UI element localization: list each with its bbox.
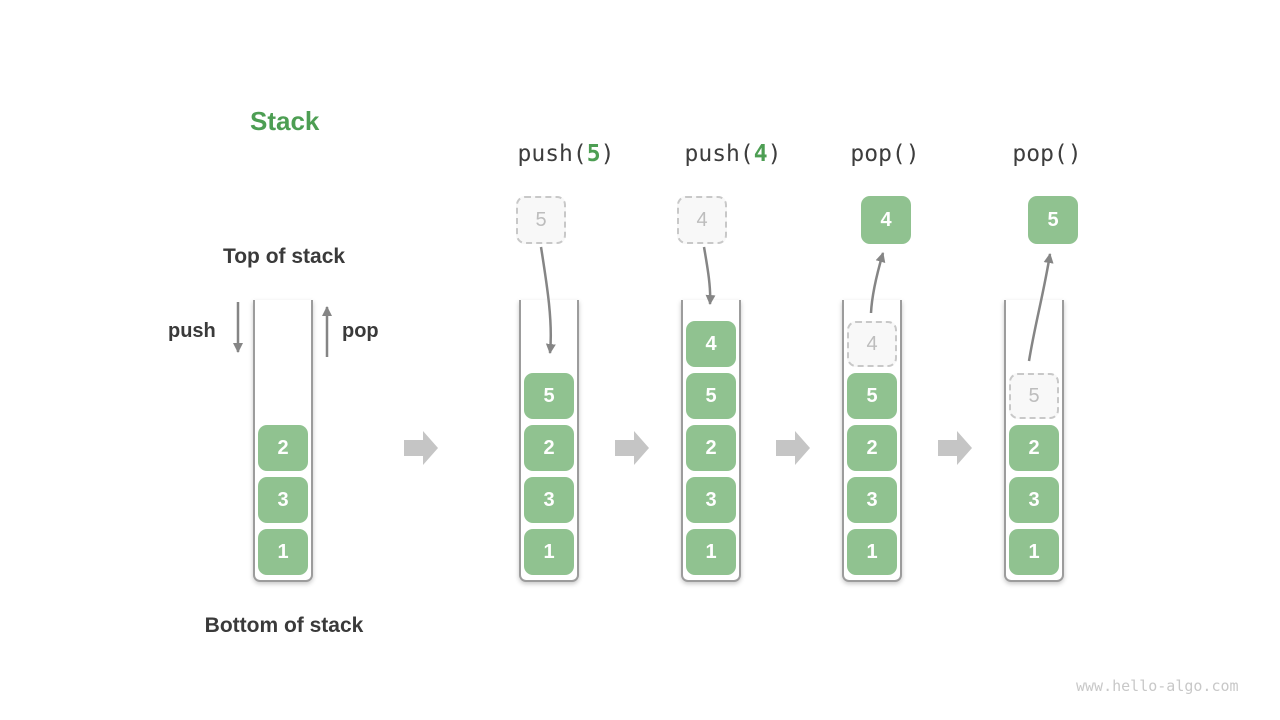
- op-header-pop-2: pop(): [967, 141, 1127, 167]
- stack-cell: 3: [258, 477, 308, 523]
- stack-cell: 1: [847, 529, 897, 575]
- op-header-text: push(: [517, 141, 587, 167]
- stack-cell: 5: [524, 373, 574, 419]
- popped-value-box: 4: [861, 196, 911, 244]
- stack-cell: 3: [847, 477, 897, 523]
- op-header-push-5: push(5): [486, 141, 646, 167]
- pop-path-arrow-icon: [869, 252, 886, 314]
- stack-cell: 2: [847, 425, 897, 471]
- stack-cell: 5: [847, 373, 897, 419]
- pop-label: pop: [342, 320, 379, 342]
- stack-cell: 3: [1009, 477, 1059, 523]
- incoming-value-box: 5: [516, 196, 566, 244]
- stack-cell: 1: [524, 529, 574, 575]
- push-label: push: [168, 320, 216, 342]
- stack-cell: 1: [686, 529, 736, 575]
- watermark: www.hello-algo.com: [1076, 677, 1239, 695]
- op-header-push-4: push(4): [653, 141, 813, 167]
- popped-value-box: 5: [1028, 196, 1078, 244]
- stack-cell: 4: [686, 321, 736, 367]
- op-header-text: pop(): [1012, 141, 1082, 167]
- ghost-cell: 4: [847, 321, 897, 367]
- incoming-value-box: 4: [677, 196, 727, 244]
- op-header-arg: 4: [753, 141, 768, 167]
- stack-cell: 3: [524, 477, 574, 523]
- op-header-pop-1: pop(): [805, 141, 965, 167]
- op-header-arg: 5: [586, 141, 601, 167]
- op-header-text: ): [600, 141, 615, 167]
- stack-cell: 2: [258, 425, 308, 471]
- push-path-arrow-icon: [539, 246, 556, 354]
- pop-path-arrow-icon: [1027, 253, 1054, 362]
- stack-cell: 1: [1009, 529, 1059, 575]
- op-header-text: pop(): [850, 141, 920, 167]
- step-right-block-arrow-icon: [938, 431, 972, 465]
- stack-cell: 5: [686, 373, 736, 419]
- op-header-text: push(: [684, 141, 754, 167]
- op-header-text: ): [767, 141, 782, 167]
- stack-cell: 2: [686, 425, 736, 471]
- stack-cell: 2: [524, 425, 574, 471]
- stack-cell: 1: [258, 529, 308, 575]
- stack-cell: 3: [686, 477, 736, 523]
- step-right-block-arrow-icon: [615, 431, 649, 465]
- step-right-block-arrow-icon: [776, 431, 810, 465]
- stack-cell: 2: [1009, 425, 1059, 471]
- ghost-cell: 5: [1009, 373, 1059, 419]
- push-path-arrow-icon: [702, 246, 716, 305]
- diagram-title: Stack: [250, 106, 320, 136]
- bottom-of-stack-label: Bottom of stack: [204, 614, 364, 637]
- top-of-stack-label: Top of stack: [222, 245, 346, 268]
- step-right-block-arrow-icon: [404, 431, 438, 465]
